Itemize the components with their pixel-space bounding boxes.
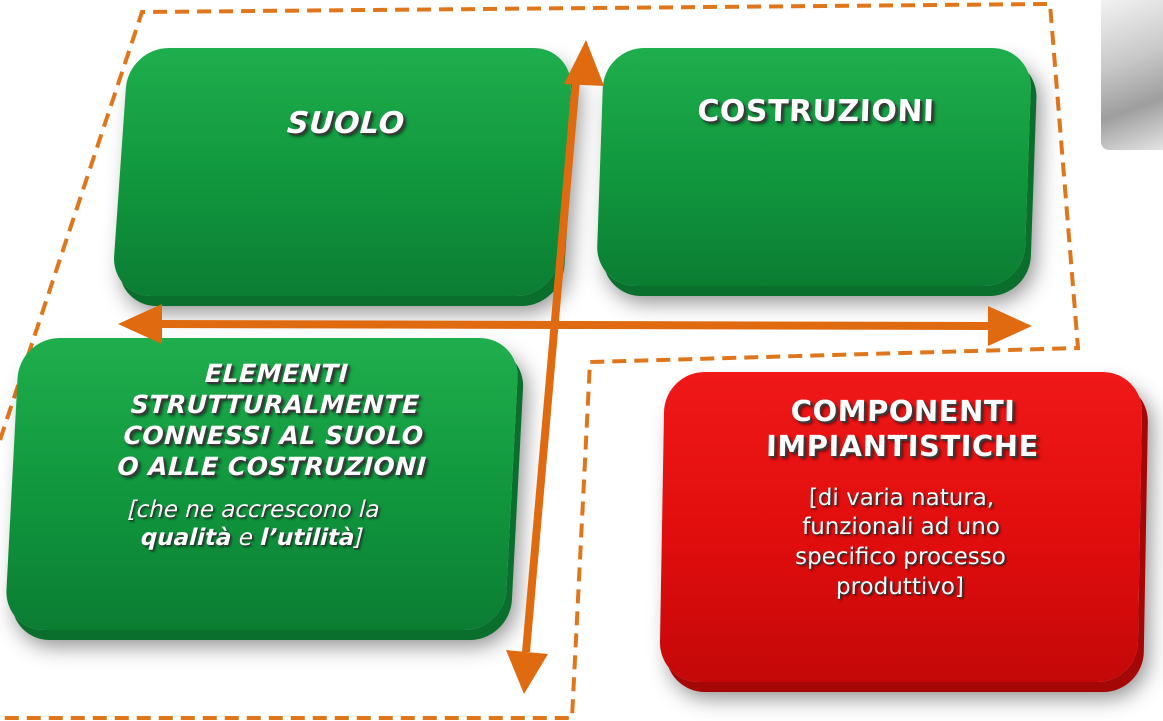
dashed-boundary xyxy=(0,1,1081,720)
horizontal-double-arrow-icon xyxy=(118,304,1032,346)
decorative-corner-image xyxy=(1101,0,1163,150)
vertical-double-arrow-icon xyxy=(506,40,604,694)
